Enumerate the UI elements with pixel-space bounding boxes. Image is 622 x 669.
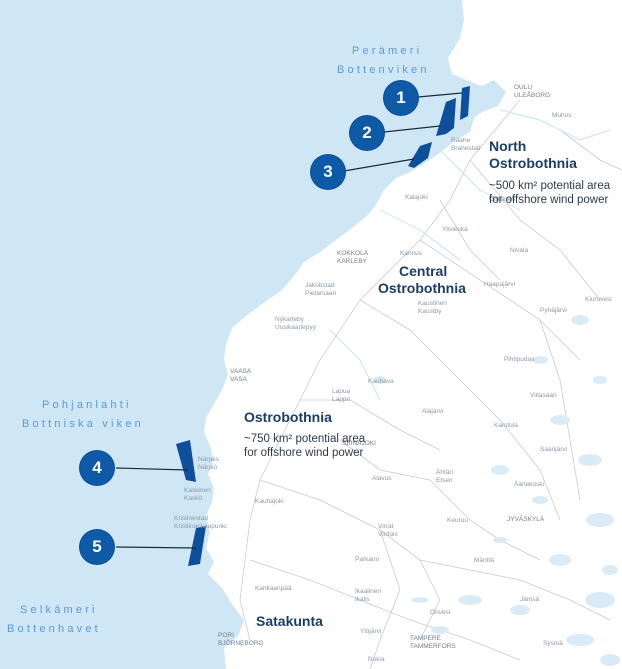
region-satakunta: Satakunta (256, 613, 323, 629)
town-virrat: Virrat Virdois (378, 523, 398, 538)
town-alavus: Alavus (372, 475, 392, 482)
area-marker-1: 1 (384, 81, 418, 115)
area-marker-5: 5 (80, 530, 114, 564)
sea-name-selkameri: Selkämeri (20, 604, 98, 616)
north-ostrobothnia-note: ~500 km² potential area for offshore win… (489, 180, 611, 206)
wind-area-5 (188, 526, 206, 566)
region-north-line2: Ostrobothnia (489, 155, 577, 171)
town-nivala: Nivala (510, 247, 529, 254)
town-oulainen: Oulainen (489, 196, 516, 203)
town-tampere: TAMPERE TAMMERFORS (410, 635, 456, 650)
town-muhos: Muhos (552, 112, 572, 119)
roads (239, 99, 622, 669)
town-nykarleby: Nykarleby Uusikaarlepyy (275, 316, 316, 331)
area-marker-4: 4 (80, 451, 114, 485)
town-kauhajoki: Kauhajoki (255, 498, 284, 505)
town-ylojarvi: Ylöjärvi (360, 628, 382, 635)
ostrobothnia-note: ~750 km² potential area for offshore win… (244, 433, 366, 459)
area-marker-3: 3 (311, 155, 345, 189)
lakes (374, 315, 620, 666)
town-kalajoki: Kalajoki (405, 194, 428, 201)
town-jakobstad: Jakobstad Pietarsaari (305, 282, 337, 297)
town-kauhava: Kauhava (368, 378, 394, 385)
town-viitasaari: Viitasaari (530, 392, 557, 399)
town-kristinestad: Kristinestad Kristiinankaupunki (174, 515, 227, 530)
town-haapajarvi: Haapajärvi (484, 281, 516, 288)
region-central-ostrobothnia: Central Ostrobothnia (378, 263, 466, 297)
wind-area-2 (436, 98, 456, 136)
town-sysma: Sysmä (543, 640, 563, 647)
town-ikaalinen: Ikaalinen Ikalis (355, 588, 382, 603)
region-ostrobothnia: Ostrobothnia (244, 409, 332, 425)
region-central-line2: Ostrobothnia (378, 280, 466, 296)
region-north-ostrobothnia: North Ostrobothnia (489, 138, 577, 172)
town-lapua: Lapua Lappo (332, 388, 351, 403)
wind-area-1 (460, 86, 470, 120)
town-kannus: Kannus (400, 250, 423, 257)
wind-areas (176, 86, 470, 566)
sea-name-bottniska-viken: Bottniska viken (22, 418, 144, 430)
town-jamsa: Jämsä (520, 596, 540, 603)
town-seinajoki: SEINÄJOKI (342, 440, 376, 447)
region-central-line1: Central (399, 263, 448, 279)
town-nokia: Nokia (368, 656, 385, 663)
town-pyhajarvi: Pyhäjärvi (540, 307, 567, 314)
leader-lines (115, 92, 463, 549)
town-orivesi: Orivesi (430, 609, 451, 616)
town-keuruu: Keuruu (447, 517, 468, 524)
sea-name-pohjanlahti: Pohjanlahti (42, 399, 132, 411)
town-kankaanpaa: Kankaanpää (255, 585, 292, 592)
town-kokkola: KOKKOLA KARLEBY (337, 250, 369, 265)
rivers (329, 109, 611, 401)
town-kaskinen: Kaskinen Kaskö (184, 487, 211, 502)
town-kiuruvesi: Kiuruvesi (585, 296, 612, 303)
town-alajarvi: Alajärvi (422, 408, 444, 415)
town-karstula: Karstula (494, 422, 518, 429)
sea-name-perameri: Perämeri (352, 45, 423, 57)
town-mantta: Mänttä (474, 557, 494, 564)
town-jyvaskyla: JYVÄSKYLÄ (507, 516, 545, 523)
sea-name-bottenhavet: Bottenhavet (7, 623, 101, 635)
town-ylivieska: Ylivieska (442, 226, 468, 233)
town-kaustinen: Kaustinen Kaustby (418, 300, 447, 315)
sea (0, 0, 506, 669)
town-oulu: OULU ULEÅBORG (514, 84, 551, 99)
sea-name-bottenviken: Bottenviken (337, 64, 430, 76)
town-raahe: Raahe Brahestad (451, 137, 481, 152)
town-pori: PORI BJÖRNEBORG (218, 632, 264, 647)
town-ahtari: Ähtäri Etseri (436, 469, 453, 484)
town-narpes: Närpes Närpiö (198, 456, 219, 471)
area-marker-2: 2 (350, 116, 384, 150)
town-aanekoski: Äänekoski (514, 481, 544, 488)
wind-area-4 (176, 440, 196, 482)
town-parkano: Parkano (355, 556, 380, 563)
town-saarijarvi: Saarijärvi (540, 446, 568, 453)
town-pihtipudas: Pihtipudas (504, 356, 535, 363)
wind-area-3 (408, 142, 432, 168)
town-vaasa: VAASA VASA (230, 368, 252, 383)
region-north-line1: North (489, 138, 527, 154)
